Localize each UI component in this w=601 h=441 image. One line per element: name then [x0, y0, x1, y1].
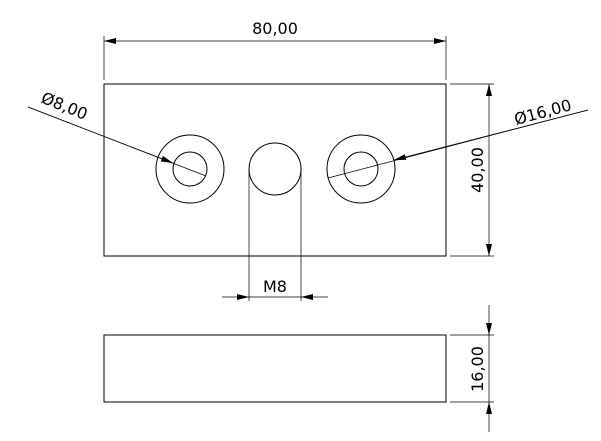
threaded-hole — [248, 142, 302, 196]
left-counterbore-hole — [155, 134, 225, 204]
width-label: 80,00 — [252, 19, 298, 38]
side-view-outline — [103, 334, 447, 403]
top-view-outline — [103, 83, 447, 257]
hole-diameter-leader: Ø8,00 — [27, 88, 207, 177]
right-counterbore-hole — [326, 134, 396, 204]
thread-label: M8 — [263, 277, 287, 296]
height-dimension: 40,00 — [450, 83, 494, 257]
counterbore-diameter-leader: Ø16,00 — [327, 95, 589, 179]
thickness-dimension: 16,00 — [450, 305, 494, 432]
counterbore-diameter-label: Ø16,00 — [512, 95, 573, 128]
hole-diameter-label: Ø8,00 — [39, 88, 91, 124]
thickness-label: 16,00 — [468, 346, 487, 392]
thread-dimension: M8 — [222, 169, 328, 301]
width-dimension: 80,00 — [103, 19, 447, 80]
height-label: 40,00 — [468, 147, 487, 193]
